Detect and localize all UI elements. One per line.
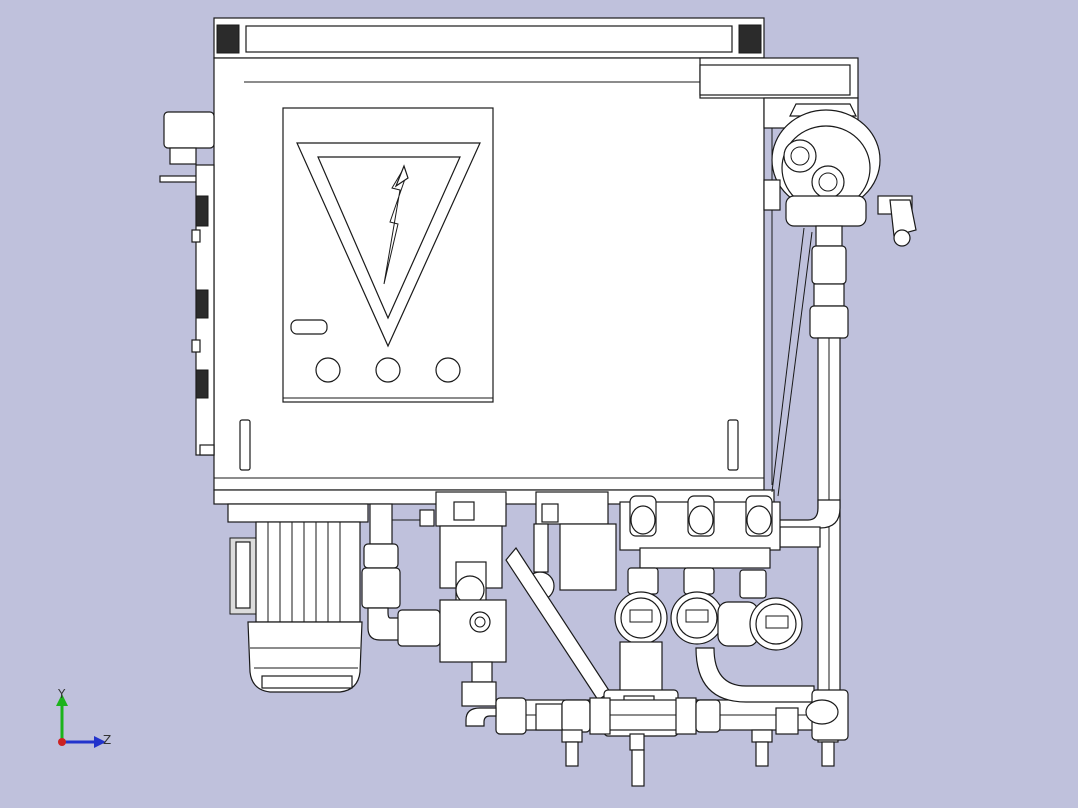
indicator-lamp-2: [375, 357, 401, 383]
bottom-pipe: [465, 697, 841, 767]
return-line: [695, 647, 849, 741]
pressure-gauge-2: [670, 591, 724, 645]
left-side-fittings: [159, 111, 215, 456]
right-bracket: [699, 57, 859, 485]
electric-motor: [227, 503, 369, 693]
filter-housing: [763, 103, 917, 247]
axis-triad: Y Z: [56, 687, 111, 748]
flow-sensor: [717, 597, 803, 651]
indicator-lamp-1: [315, 357, 341, 383]
valve-block-center: [505, 491, 617, 701]
indicator-lamp-3: [435, 357, 461, 383]
warning-door-panel: [282, 107, 494, 403]
door-latch[interactable]: [290, 319, 328, 335]
top-rail: [213, 17, 765, 59]
pressure-gauge-1: [614, 591, 668, 645]
z-axis-label: Z: [103, 733, 111, 747]
fitting-2: [687, 495, 715, 537]
valve-block-left: [435, 491, 507, 707]
high-voltage-warning-icon: [296, 142, 481, 348]
y-axis-label: Y: [57, 687, 66, 701]
fitting-3: [745, 495, 773, 537]
fitting-1: [629, 495, 657, 537]
pump-fittings: [361, 503, 441, 647]
gauge-manifold: [619, 495, 781, 599]
